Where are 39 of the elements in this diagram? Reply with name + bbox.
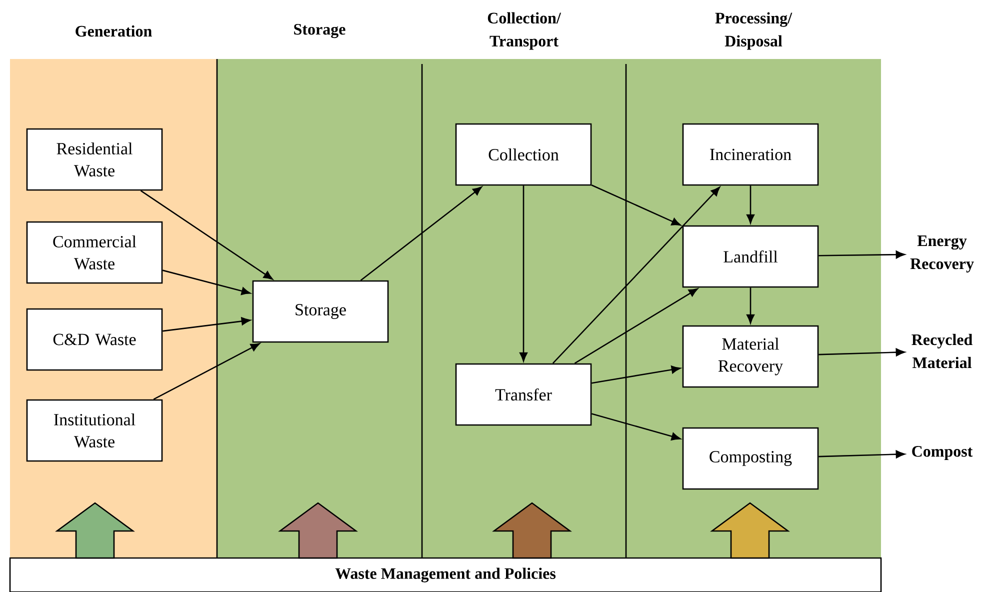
column-heading: Processing/ Disposal [715,12,792,50]
process-box: Residential Waste [26,128,163,191]
arrow [140,190,273,280]
process-box: Material Recovery [682,325,819,388]
process-box: Collection [455,123,592,186]
arrow [552,186,720,364]
process-box: Landfill [682,225,819,288]
block-arrow [710,502,790,559]
arrow [818,348,905,356]
block-arrow [278,502,358,559]
arrow [360,186,482,281]
arrow [746,186,754,224]
policy-bar: Waste Management and Policies [9,557,882,592]
process-box: Incineration [682,123,819,186]
output-label: Energy Recovery [910,236,974,272]
process-box: Transfer [455,363,592,426]
arrow [592,366,681,384]
arrow [162,270,251,296]
process-box: Storage [252,280,389,343]
column-heading: Generation [76,25,152,37]
arrow [520,186,528,362]
block-arrow [55,502,135,559]
arrow [153,343,260,400]
arrow [746,288,754,324]
process-box: C&D Waste [26,308,163,371]
block-arrow [492,502,572,559]
process-box: Commercial Waste [26,221,163,284]
arrow [591,184,681,226]
output-label: Recycled Material [912,334,972,368]
arrow [162,317,251,332]
arrow [818,250,905,259]
arrow [818,450,905,458]
arrow [574,288,698,364]
arrow [591,413,681,440]
output-label: Compost [912,446,973,460]
column-heading: Storage [294,24,346,38]
column-heading: Collection/ Transport [488,12,562,50]
process-box: Composting [682,427,819,490]
process-box: Institutional Waste [26,399,163,462]
